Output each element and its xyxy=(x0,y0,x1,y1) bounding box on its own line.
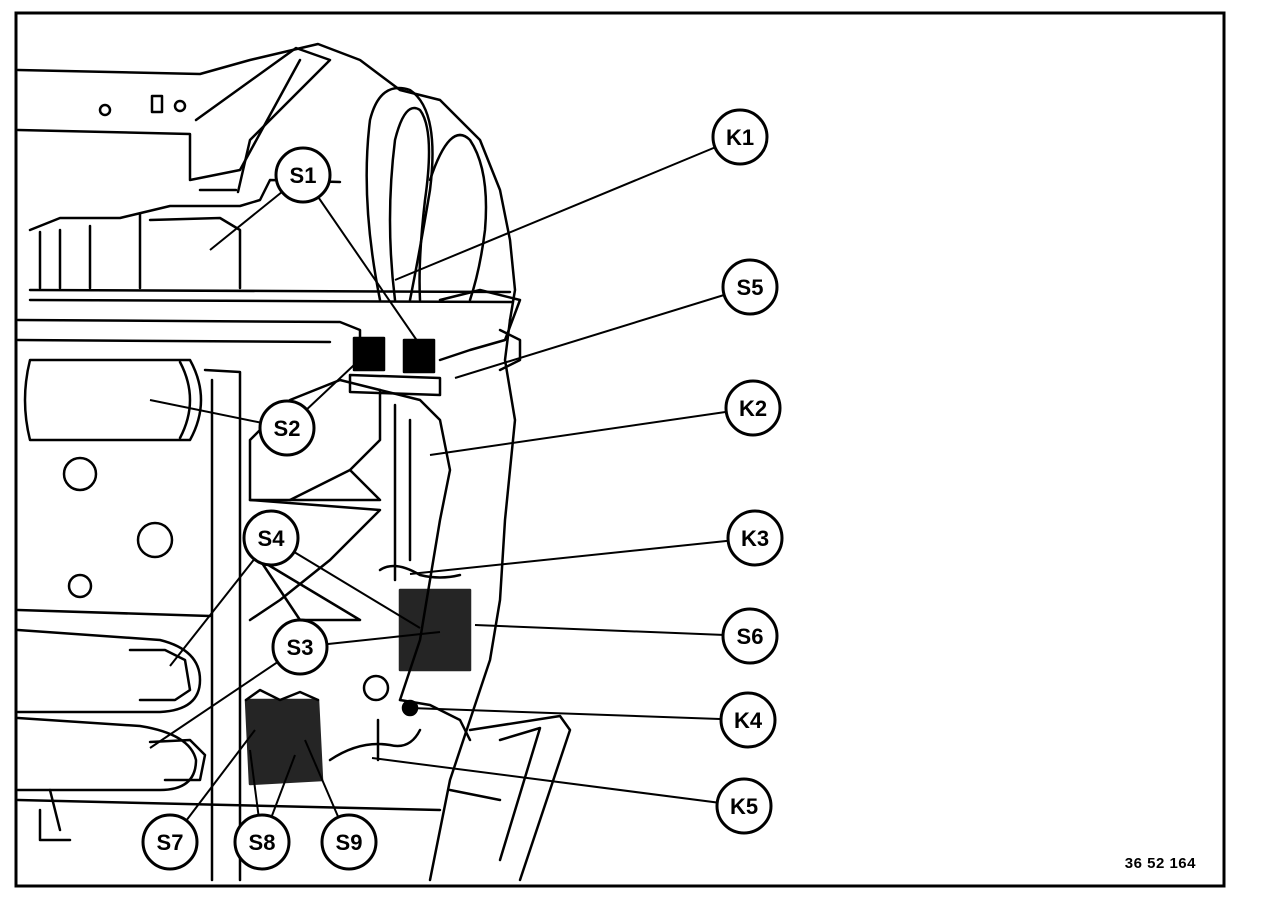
callout-label-k4: K4 xyxy=(734,708,763,733)
figure-frame xyxy=(14,11,1226,888)
callout-k5: K5 xyxy=(715,777,773,835)
callouts: S1 K1 S5 S2 K2 S4 K3 S3 xyxy=(141,108,784,871)
leader-k3 xyxy=(409,537,756,575)
callout-label-s4: S4 xyxy=(258,526,286,551)
leader-k4 xyxy=(409,707,749,721)
callout-s1: S1 xyxy=(274,146,332,204)
callout-k4: K4 xyxy=(719,691,777,749)
callout-label-k5: K5 xyxy=(730,794,758,819)
callout-s5: S5 xyxy=(721,258,779,316)
callout-k2: K2 xyxy=(724,379,782,437)
callout-label-s2: S2 xyxy=(274,416,301,441)
callout-label-k2: K2 xyxy=(739,396,767,421)
callout-s9: S9 xyxy=(320,813,378,871)
callout-s3: S3 xyxy=(271,618,329,676)
callout-label-s6: S6 xyxy=(737,624,764,649)
leader-s1-b xyxy=(302,174,421,346)
callout-label-s1: S1 xyxy=(290,163,317,188)
callout-s2: S2 xyxy=(258,399,316,457)
callout-s8: S8 xyxy=(233,813,291,871)
callout-label-s5: S5 xyxy=(737,275,764,300)
leader-s6 xyxy=(474,624,751,637)
leader-k1 xyxy=(394,136,741,281)
callout-s6: S6 xyxy=(721,607,779,665)
callout-k3: K3 xyxy=(726,509,784,567)
callout-label-k3: K3 xyxy=(741,526,769,551)
callout-label-s9: S9 xyxy=(336,830,363,855)
leader-s4-b xyxy=(270,537,421,629)
callout-s7: S7 xyxy=(141,813,199,871)
callout-label-s7: S7 xyxy=(157,830,184,855)
callout-label-s8: S8 xyxy=(249,830,276,855)
callout-label-s3: S3 xyxy=(287,635,314,660)
leader-s3-a xyxy=(149,646,301,749)
figure-reference-number: 36 52 164 xyxy=(1125,855,1196,872)
leader-k2 xyxy=(429,407,754,456)
callout-s4: S4 xyxy=(242,509,300,567)
callout-k1: K1 xyxy=(711,108,769,166)
leader-s5 xyxy=(454,286,751,379)
callout-label-k1: K1 xyxy=(726,125,754,150)
leader-k5 xyxy=(371,757,745,807)
